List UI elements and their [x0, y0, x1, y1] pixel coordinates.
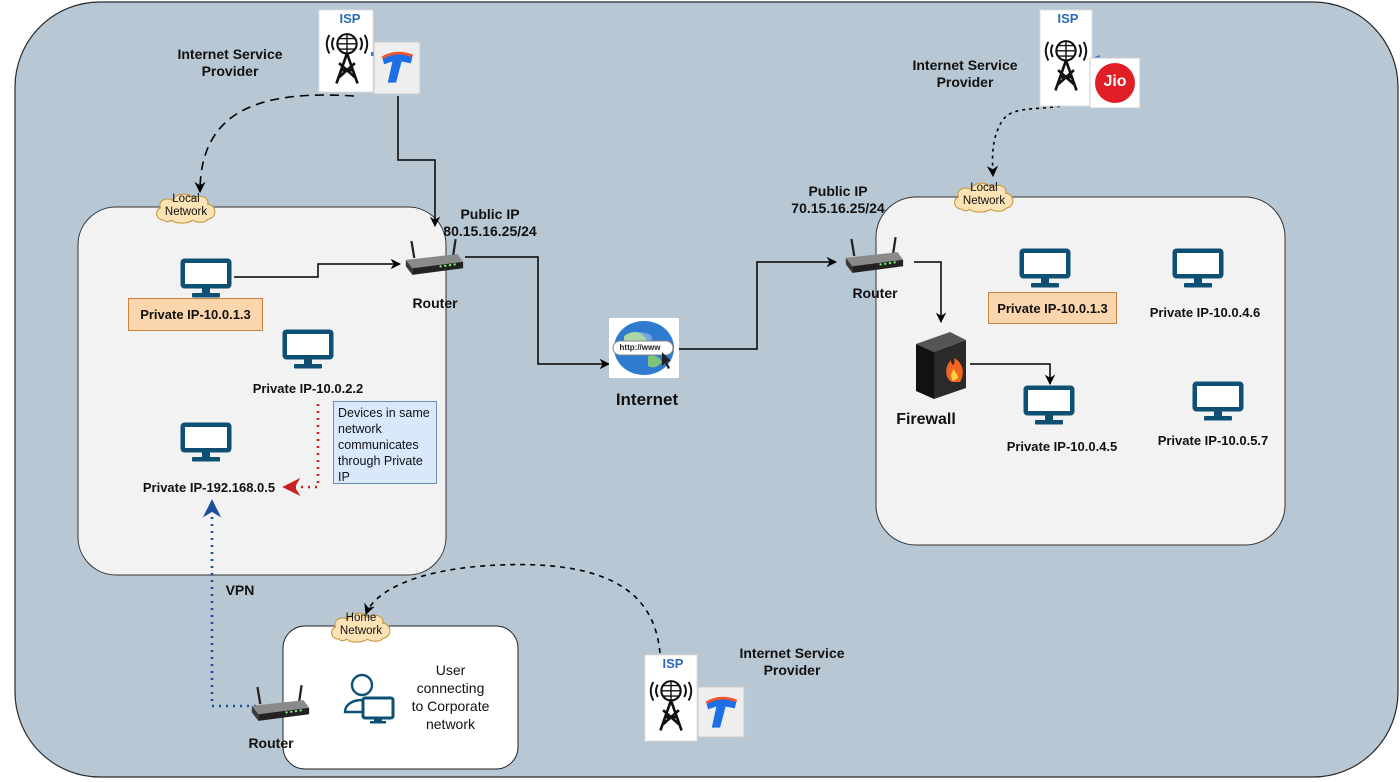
outer-region	[14, 1, 1399, 778]
right-router-to-firewall-link	[914, 261, 947, 324]
isp-badge-bottom: ISP	[662, 656, 684, 671]
isp-to-home-network-link	[364, 563, 661, 654]
left-pc1-ip-box: Private IP-10.0.1.3	[128, 298, 263, 331]
right-pc3-ip-label: Private IP-10.0.4.5	[1006, 439, 1118, 454]
private-ip-communication-link	[282, 404, 320, 497]
right-pc1-ip-box: Private IP-10.0.1.3	[988, 292, 1117, 324]
right-pc2-ip-label: Private IP-10.0.4.6	[1149, 305, 1261, 320]
internet-to-right-router-link	[679, 256, 838, 350]
pc-to-left-router-link	[234, 258, 402, 278]
isp-bottom	[644, 654, 745, 742]
isp-to-left-local-network-link	[194, 94, 355, 194]
firewall-label: Firewall	[896, 411, 956, 428]
isp-to-right-local-network-link	[986, 99, 1081, 178]
firewall-icon	[916, 332, 966, 399]
firewall-to-pc-link	[970, 363, 1056, 386]
right-pc4-ip-label: Private IP-10.0.5.7	[1157, 433, 1269, 448]
right-router-label: Router	[852, 285, 898, 301]
isp-to-left-router-link	[397, 96, 441, 228]
left-pc3-ip-label: Private IP-192.168.0.5	[142, 480, 276, 495]
vpn-label: VPN	[225, 582, 255, 598]
user-icon	[343, 673, 395, 724]
user-connecting-label: User connecting to Corporate network	[411, 662, 490, 732]
isp-top-right	[1039, 9, 1141, 109]
isp-badge-top-right: ISP	[1057, 11, 1079, 26]
home-router-label: Router	[248, 735, 294, 751]
globe-url-text: http://www	[619, 343, 661, 352]
vpn-link	[202, 499, 256, 708]
internet-globe-icon	[609, 318, 679, 378]
right-network-panel	[875, 196, 1286, 546]
jio-logo-text: Jio	[1103, 73, 1127, 90]
left-router-label: Router	[412, 295, 458, 311]
isp-badge-top-left: ISP	[339, 11, 361, 26]
left-router-to-internet-link	[465, 256, 611, 370]
private-ip-note: Devices in same network communicates thr…	[333, 401, 437, 484]
internet-label: Internet	[615, 390, 679, 409]
home-network-panel	[282, 625, 519, 770]
isp-top-left	[318, 9, 421, 95]
jio-logo-icon	[1095, 63, 1135, 103]
left-pc2-ip-label: Private IP-10.0.2.2	[252, 381, 364, 396]
